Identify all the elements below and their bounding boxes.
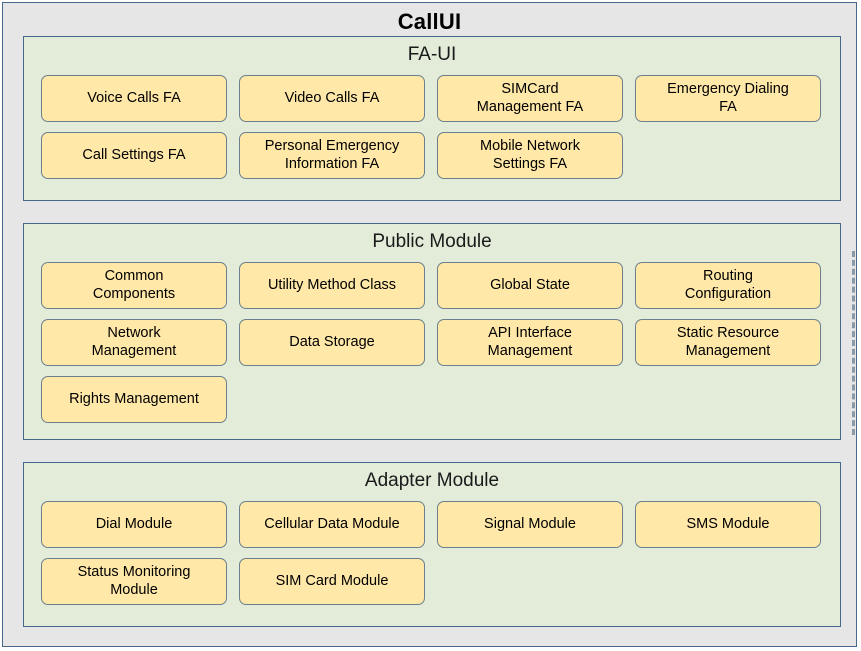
module-card[interactable]: SIM Card Module	[239, 558, 425, 605]
group-public-module: Public Module Common Components Utility …	[23, 223, 841, 440]
module-card[interactable]: Personal Emergency Information FA	[239, 132, 425, 179]
module-card[interactable]: Status Monitoring Module	[41, 558, 227, 605]
page-title: CallUI	[397, 9, 462, 34]
card-row: Network Management Data Storage API Inte…	[41, 319, 823, 366]
card-row: Voice Calls FA Video Calls FA SIMCard Ma…	[41, 75, 823, 122]
module-card[interactable]: Data Storage	[239, 319, 425, 366]
module-card[interactable]: Signal Module	[437, 501, 623, 548]
module-card[interactable]: Routing Configuration	[635, 262, 821, 309]
card-row: Common Components Utility Method Class G…	[41, 262, 823, 309]
card-row: Status Monitoring Module SIM Card Module	[41, 558, 823, 605]
module-card[interactable]: Common Components	[41, 262, 227, 309]
module-card[interactable]: Cellular Data Module	[239, 501, 425, 548]
group-title-public-module: Public Module	[372, 231, 492, 252]
module-card[interactable]: Emergency Dialing FA	[635, 75, 821, 122]
module-card[interactable]: Call Settings FA	[41, 132, 227, 179]
module-card[interactable]: Mobile Network Settings FA	[437, 132, 623, 179]
card-row: Dial Module Cellular Data Module Signal …	[41, 501, 823, 548]
group-adapter-module: Adapter Module Dial Module Cellular Data…	[23, 462, 841, 627]
module-card[interactable]: Utility Method Class	[239, 262, 425, 309]
module-card[interactable]: Rights Management	[41, 376, 227, 423]
card-row: Rights Management	[41, 376, 823, 423]
group-rows-fa-ui: Voice Calls FA Video Calls FA SIMCard Ma…	[41, 75, 823, 189]
group-title-adapter-module: Adapter Module	[364, 470, 500, 491]
module-card[interactable]: Voice Calls FA	[41, 75, 227, 122]
group-fa-ui: FA-UI Voice Calls FA Video Calls FA SIMC…	[23, 36, 841, 201]
card-row: Call Settings FA Personal Emergency Info…	[41, 132, 823, 179]
module-card[interactable]: SIMCard Management FA	[437, 75, 623, 122]
module-card[interactable]: SMS Module	[635, 501, 821, 548]
module-card[interactable]: Global State	[437, 262, 623, 309]
module-card[interactable]: Video Calls FA	[239, 75, 425, 122]
module-card[interactable]: API Interface Management	[437, 319, 623, 366]
scrollbar-indicator[interactable]	[852, 251, 855, 435]
module-card[interactable]: Dial Module	[41, 501, 227, 548]
module-card[interactable]: Network Management	[41, 319, 227, 366]
group-title-fa-ui: FA-UI	[407, 44, 457, 65]
group-rows-adapter-module: Dial Module Cellular Data Module Signal …	[41, 501, 823, 615]
group-rows-public-module: Common Components Utility Method Class G…	[41, 262, 823, 433]
module-card[interactable]: Static Resource Management	[635, 319, 821, 366]
